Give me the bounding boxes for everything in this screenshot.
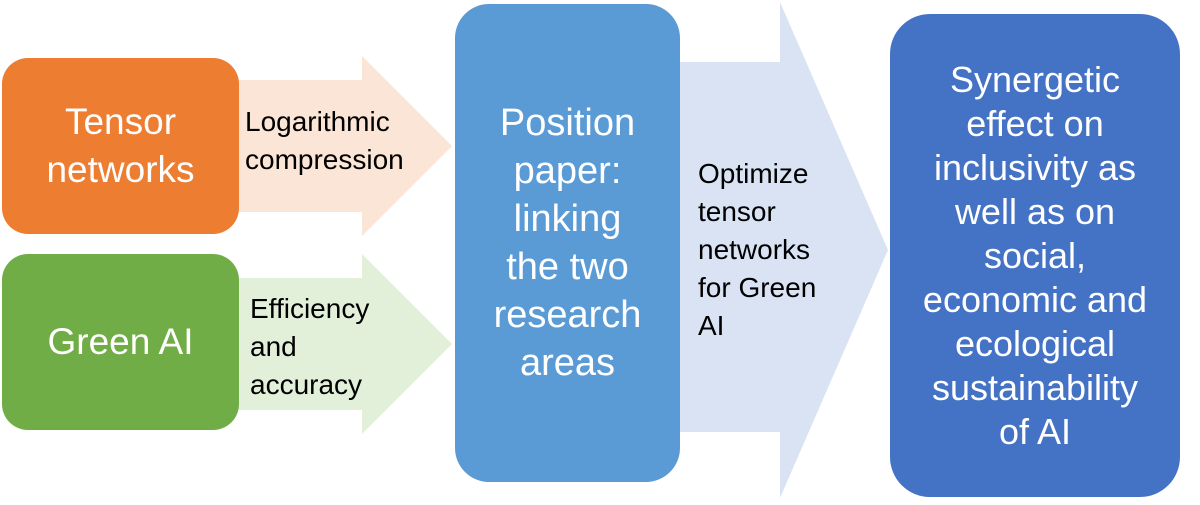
arrow-efficiency-accuracy <box>238 254 452 434</box>
logarithmic-compression-label: Logarithmic compression <box>245 106 404 175</box>
position-paper-label: Position paper: linking the two research… <box>493 102 642 384</box>
tensor-networks-box: Tensor networks <box>2 58 239 234</box>
arrow-logarithmic-compression <box>238 56 452 236</box>
efficiency-accuracy-label: Efficiency and accuracy <box>250 293 370 400</box>
synergetic-effect-label: Synergetic effect on inclusivity as well… <box>922 58 1148 452</box>
tensor-networks-label: Tensor networks <box>46 101 195 190</box>
green-ai-label: Green AI <box>47 321 194 362</box>
optimize-tensor-networks-label: Optimize tensor networks for Green AI <box>698 158 817 341</box>
position-paper-box: Position paper: linking the two research… <box>455 4 680 482</box>
synergetic-effect-box: Synergetic effect on inclusivity as well… <box>890 14 1180 497</box>
green-ai-box: Green AI <box>2 254 239 430</box>
arrow-optimize <box>678 2 888 498</box>
